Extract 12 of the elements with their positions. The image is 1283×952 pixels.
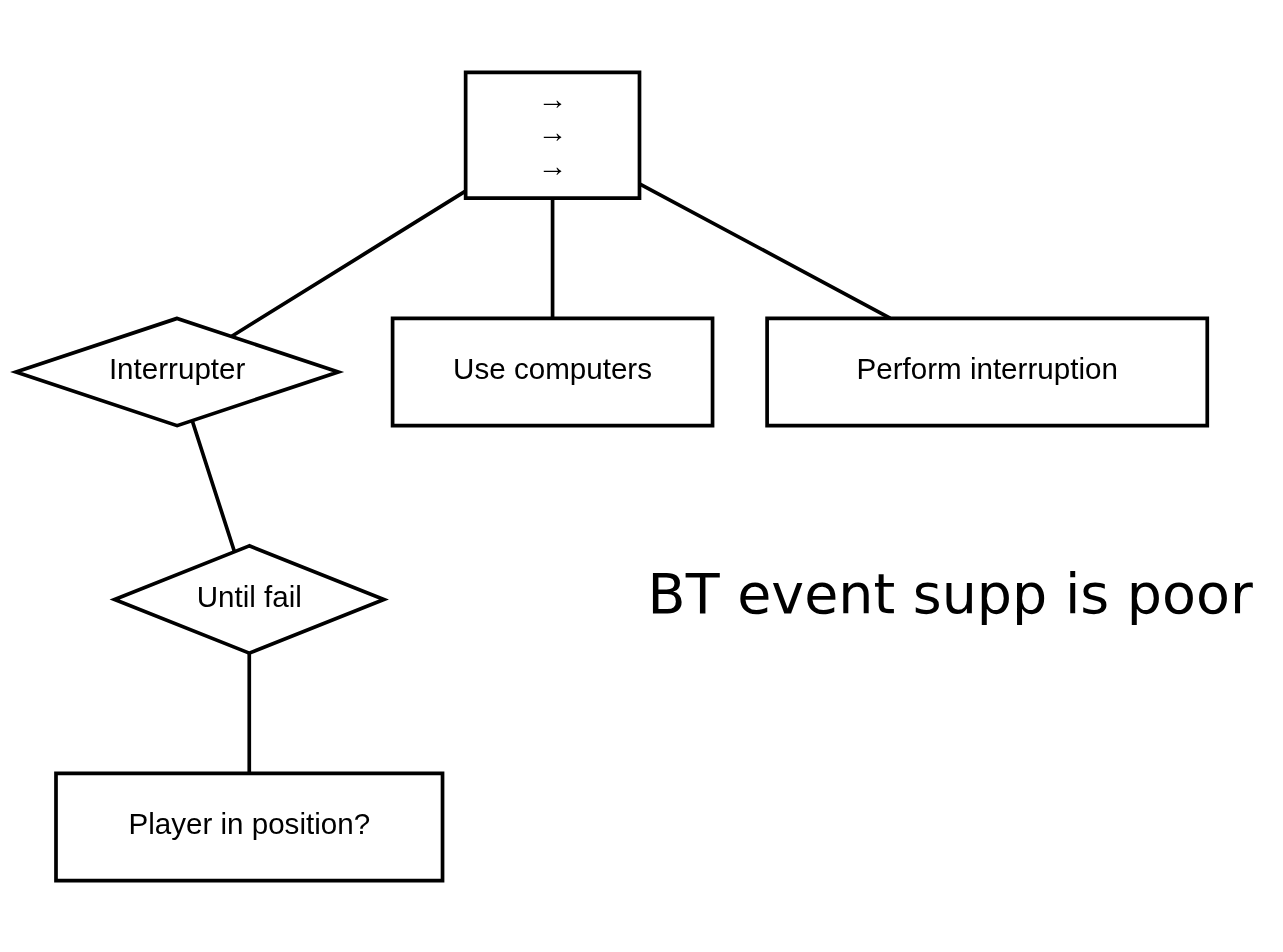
connector: [247, 652, 252, 773]
node-diamond: Until fail: [109, 543, 389, 655]
node-diamond: Interrupter: [10, 315, 345, 428]
connector: [639, 181, 891, 320]
node-box: Use computers: [390, 316, 715, 427]
node-box: Player in position?: [54, 771, 445, 882]
connector: [230, 189, 467, 338]
label: BT event supp is poor: [647, 561, 1253, 626]
connector: [190, 419, 237, 552]
node-box: Perform interruption: [765, 316, 1210, 427]
node-box: → → →: [463, 70, 642, 200]
connector: [550, 197, 555, 318]
